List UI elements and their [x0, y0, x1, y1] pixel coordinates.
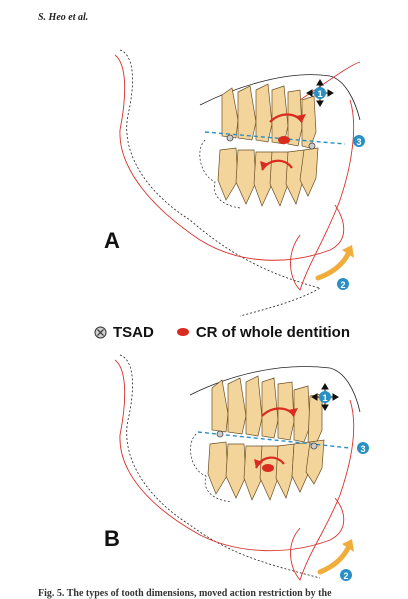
- movement-arrows: [306, 79, 334, 107]
- dashed-skull-outline: [119, 49, 322, 317]
- legend-item-tsad: TSAD: [94, 324, 154, 341]
- cr-symbol-icon: [176, 327, 190, 337]
- svg-text:2: 2: [340, 280, 345, 290]
- svg-text:1: 1: [322, 393, 327, 403]
- panel-label-b: B: [104, 526, 120, 551]
- occlusal-plane-line: [197, 431, 351, 449]
- figure-panel-a: 1 3 2 A: [0, 40, 408, 320]
- tsad-marker: [226, 134, 316, 150]
- orange-arrowhead: [342, 539, 354, 552]
- legend-tsad-label: TSAD: [113, 323, 154, 341]
- cr-marker: [278, 136, 290, 144]
- callout-2: 2: [340, 569, 352, 581]
- callout-1: 1: [319, 391, 331, 403]
- panel-a-drawing: 1 3 2: [114, 49, 365, 317]
- cr-marker: [262, 464, 274, 472]
- svg-text:1: 1: [317, 89, 322, 99]
- svg-text:3: 3: [356, 137, 361, 147]
- dashed-molar-outline: [199, 139, 241, 209]
- rotation-arrowhead-lower: [254, 459, 263, 468]
- tsad-symbol-icon: [94, 326, 107, 339]
- figure-caption: Fig. 5. The types of tooth dimensions, m…: [38, 588, 332, 599]
- occlusal-plane-line: [204, 131, 346, 145]
- rotation-arrowhead-upper: [288, 408, 298, 416]
- legend-item-cr: CR of whole dentition: [176, 324, 350, 341]
- panel-label-a: A: [104, 228, 120, 253]
- callout-3: 3: [353, 135, 365, 147]
- orange-arrowhead: [342, 245, 354, 258]
- author-header: S. Heo et al.: [38, 12, 89, 23]
- upper-teeth-group: [211, 375, 323, 445]
- dashed-molar-outline: [190, 433, 233, 503]
- dashed-skull-outline: [119, 354, 321, 579]
- tsad-marker: [216, 430, 318, 450]
- panel-b-drawing: 1 3 2: [114, 354, 369, 581]
- figure-panel-b: 1 3 2 B: [0, 350, 408, 590]
- orange-curved-arrow: [315, 247, 353, 281]
- red-jaw-outline: [114, 359, 345, 552]
- legend-cr-label: CR of whole dentition: [195, 323, 350, 341]
- callout-2: 2: [337, 278, 349, 290]
- figure-legend: TSAD CR of whole dentition: [94, 321, 372, 343]
- svg-text:3: 3: [360, 444, 365, 454]
- orange-curved-arrow: [317, 541, 353, 575]
- red-chin-outline: [290, 399, 355, 581]
- svg-text:2: 2: [343, 571, 348, 581]
- red-upper-outline: [299, 61, 361, 101]
- lower-teeth-group: [207, 439, 325, 501]
- rotation-arrowhead-lower: [260, 161, 269, 170]
- rotation-arrowhead-upper: [296, 114, 306, 122]
- lower-teeth-group: [217, 147, 319, 207]
- red-jaw-outline: [114, 54, 345, 261]
- callout-1: 1: [314, 87, 326, 99]
- callout-3: 3: [357, 442, 369, 454]
- red-chin-outline: [290, 99, 355, 291]
